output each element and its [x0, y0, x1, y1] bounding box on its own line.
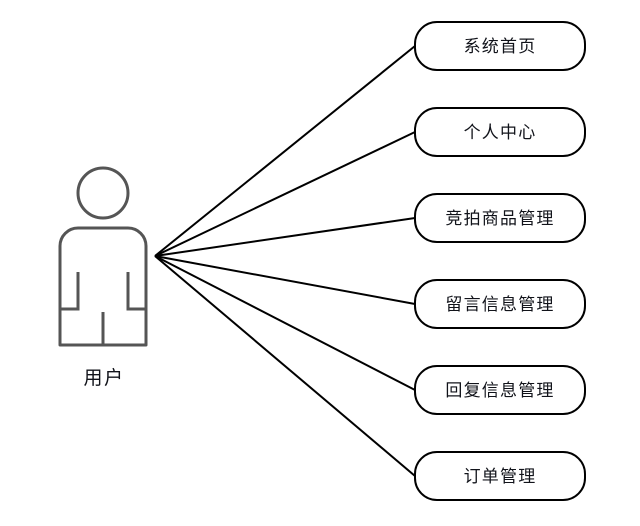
association-line-4: [154, 255, 416, 305]
use-case-node[interactable]: 订单管理: [414, 451, 586, 501]
association-line-2: [154, 131, 416, 257]
use-case-node[interactable]: 竞拍商品管理: [414, 193, 586, 243]
use-case-node[interactable]: 留言信息管理: [414, 279, 586, 329]
use-case-label: 回复信息管理: [445, 381, 554, 401]
association-line-5: [154, 255, 416, 391]
use-case-label: 个人中心: [464, 123, 537, 143]
use-case-box[interactable]: [414, 21, 586, 71]
actor-head-icon: [76, 166, 130, 220]
use-case-box[interactable]: [414, 279, 586, 329]
actor-label: 用户: [83, 367, 124, 389]
use-case-label: 订单管理: [464, 467, 537, 487]
use-case-label: 竞拍商品管理: [445, 209, 554, 229]
association-line-1: [154, 45, 416, 257]
use-case-box[interactable]: [414, 193, 586, 243]
use-case-label: 留言信息管理: [445, 295, 554, 315]
use-case-box[interactable]: [414, 451, 586, 501]
actor-user[interactable]: 用户: [58, 166, 148, 389]
association-line-6: [154, 255, 416, 477]
association-line-3: [154, 217, 416, 257]
use-case-label: 系统首页: [464, 37, 537, 57]
actor-arm-right-icon: [126, 272, 146, 311]
use-case-node[interactable]: 系统首页: [414, 21, 586, 71]
use-case-node[interactable]: 个人中心: [414, 107, 586, 157]
actor-arm-left-icon: [60, 272, 80, 311]
association-lines-group: [154, 45, 416, 477]
use-case-box[interactable]: [414, 107, 586, 157]
actor-body-icon: [58, 226, 148, 347]
use-case-box[interactable]: [414, 365, 586, 415]
use-case-node[interactable]: 回复信息管理: [414, 365, 586, 415]
